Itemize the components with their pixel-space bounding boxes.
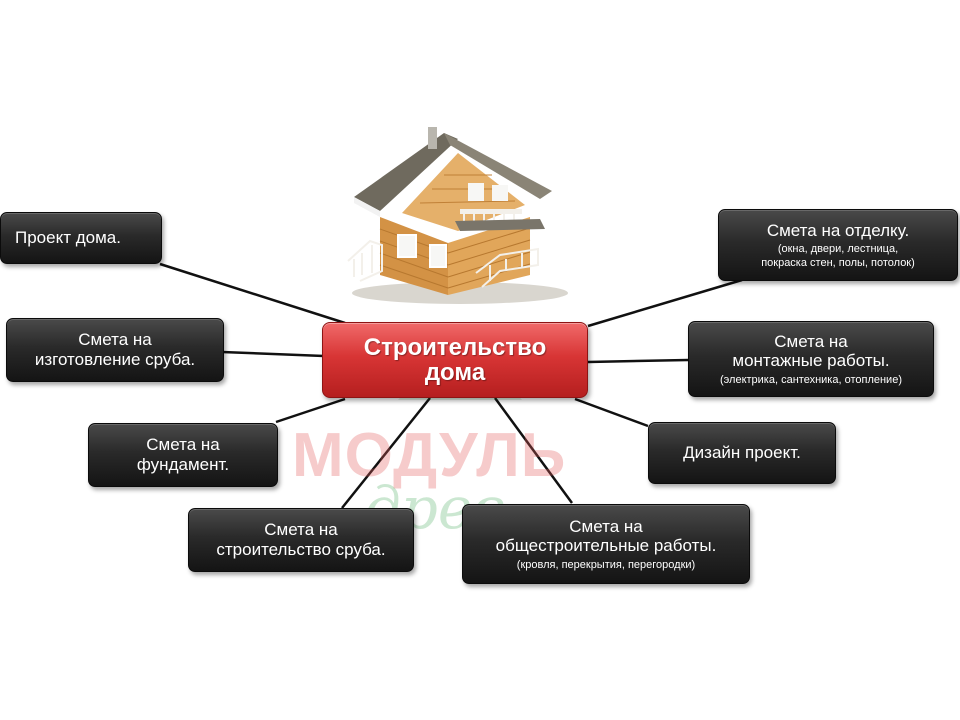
- node-frame-manufacture-title2: изготовление сруба.: [34, 350, 196, 369]
- connector-general: [493, 397, 574, 504]
- house-illustration: [347, 127, 568, 304]
- node-frame-manufacture: Смета на изготовление сруба.: [6, 318, 224, 382]
- node-frame-build: Смета на строительство сруба.: [188, 508, 414, 572]
- node-foundation-title1: Смета на: [146, 435, 220, 455]
- node-design-title: Дизайн проект.: [683, 443, 801, 463]
- node-frame-build-title1: Смета на: [264, 520, 338, 540]
- central-title-line2: дома: [424, 359, 486, 386]
- node-finishing-subtitle2: покраска стен, полы, потолок): [761, 256, 915, 269]
- node-general-title1: Смета на: [569, 516, 643, 536]
- node-project-title: Проект дома.: [15, 228, 121, 248]
- node-frame-build-title2: строительство сруба.: [216, 540, 386, 559]
- node-finishing: Смета на отделку. (окна, двери, лестница…: [718, 209, 958, 281]
- connector-installation: [587, 358, 689, 364]
- node-finishing-subtitle1: (окна, двери, лестница,: [777, 243, 899, 256]
- node-frame-manufacture-title1: Смета на: [78, 330, 152, 350]
- node-foundation-title2: фундамент.: [136, 455, 230, 474]
- node-general: Смета на общестроительные работы. (кровл…: [462, 504, 750, 584]
- connector-frame-manufacture: [221, 350, 325, 358]
- node-installation-subtitle: (электрика, сантехника, отопление): [720, 373, 902, 386]
- node-project: Проект дома.: [0, 212, 162, 264]
- node-installation: Смета на монтажные работы. (электрика, с…: [688, 321, 934, 397]
- node-installation-title2: монтажные работы.: [732, 351, 890, 371]
- node-installation-title1: Смета на: [774, 331, 848, 351]
- connector-finishing: [587, 278, 743, 328]
- node-general-subtitle: (кровля, перекрытия, перегородки): [516, 558, 696, 571]
- connector-design: [574, 397, 649, 428]
- node-design: Дизайн проект.: [648, 422, 836, 484]
- connector-frame-build: [341, 397, 431, 509]
- node-general-title2: общестроительные работы.: [495, 536, 717, 556]
- connector-foundation: [275, 397, 346, 424]
- central-node: Строительство дома: [322, 322, 588, 398]
- connector-project: [159, 262, 346, 325]
- node-foundation: Смета на фундамент.: [88, 423, 278, 487]
- central-title-line1: Строительство: [363, 333, 547, 361]
- node-finishing-title: Смета на отделку.: [766, 220, 910, 240]
